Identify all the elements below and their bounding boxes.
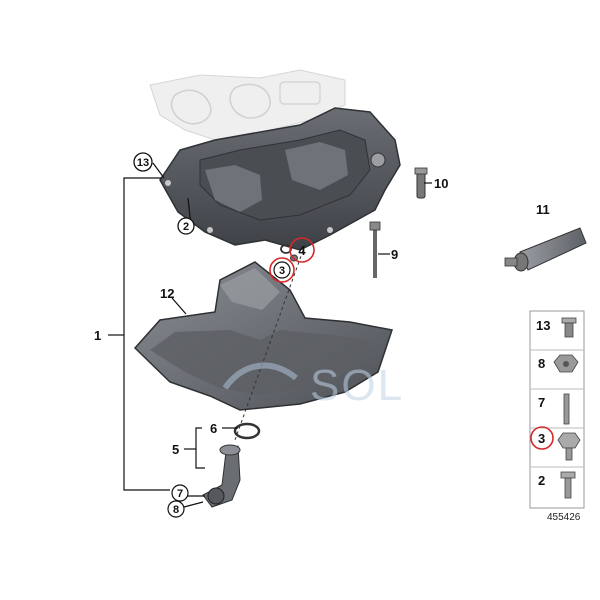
label-2: 2 xyxy=(183,221,189,233)
stud-bolt-icon xyxy=(563,393,570,425)
upper-oil-pan xyxy=(159,107,401,251)
label-3: 3 xyxy=(279,265,285,277)
o-ring-part xyxy=(233,422,261,440)
watermark-swoosh xyxy=(222,362,298,390)
hex-nut-icon xyxy=(553,354,579,373)
long-bolt-part xyxy=(369,221,381,278)
label-8: 8 xyxy=(173,504,179,516)
legend-label-8: 8 xyxy=(538,356,545,371)
label-13: 13 xyxy=(137,157,149,169)
flange-bolt-icon xyxy=(560,471,576,499)
label-11: 11 xyxy=(536,202,550,217)
label-1: 1 xyxy=(94,328,101,343)
label-12: 12 xyxy=(160,286,174,301)
watermark-text: SOL xyxy=(310,361,404,410)
hex-bolt-icon xyxy=(557,432,581,461)
label-7: 7 xyxy=(177,488,183,500)
assembly-dashed-line xyxy=(234,244,306,441)
legend-label-3: 3 xyxy=(538,431,545,446)
legend-highlight-circle-3 xyxy=(530,426,554,450)
legend-label-13: 13 xyxy=(536,318,550,333)
clip-bracket-part xyxy=(414,167,428,199)
fastener-legend: 13 8 7 3 2 xyxy=(529,310,585,509)
highlight-circle-3 xyxy=(269,257,295,283)
reference-number: 455426 xyxy=(547,512,581,523)
label-5: 5 xyxy=(172,442,179,457)
sealant-tube-part xyxy=(504,227,587,272)
legend-label-7: 7 xyxy=(538,395,545,410)
label-4: 4 xyxy=(298,243,306,258)
lower-oil-pan-shield xyxy=(133,261,393,411)
label-9: 9 xyxy=(391,247,398,262)
label-6: 6 xyxy=(210,421,217,436)
clip-fastener-icon xyxy=(561,317,577,338)
oil-level-sensor-part xyxy=(202,444,241,508)
label-10: 10 xyxy=(434,176,448,191)
legend-label-2: 2 xyxy=(538,473,545,488)
highlight-circle-4 xyxy=(289,237,315,263)
callout-labels: 13 2 4 3 9 10 11 12 1 6 5 7 8 xyxy=(94,152,550,518)
